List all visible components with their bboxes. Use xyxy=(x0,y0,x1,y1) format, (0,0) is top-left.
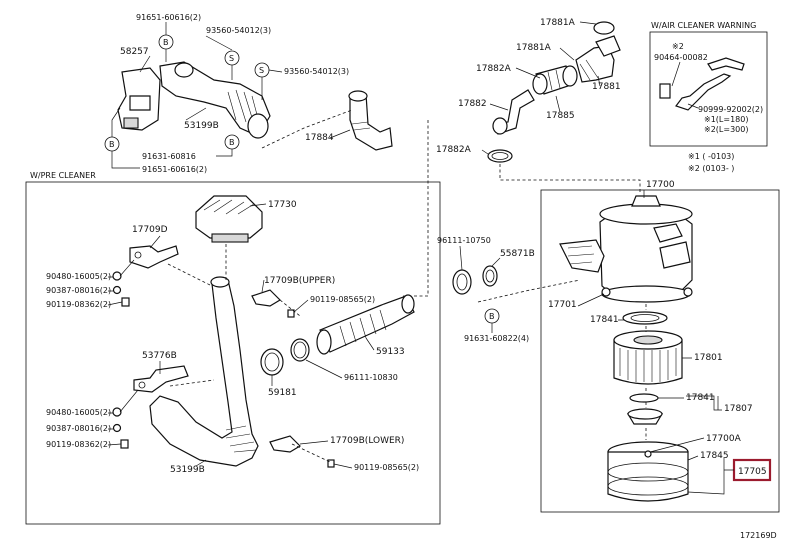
part-fastener-set-b[interactable] xyxy=(112,407,129,449)
label-17705: 17705 xyxy=(738,467,767,477)
label-90119-08565-a: 90119-08565(2) xyxy=(310,295,375,304)
warning-frame xyxy=(649,31,768,147)
part-17884-elbow[interactable] xyxy=(348,90,393,151)
label-59181: 59181 xyxy=(268,388,297,398)
label-53199b-bot: 53199B xyxy=(170,465,205,475)
part-17881-hose[interactable] xyxy=(575,21,621,83)
main-assembly-frame xyxy=(540,189,780,513)
svg-text:B: B xyxy=(229,138,235,147)
part-17882a-clamp-mid[interactable] xyxy=(487,149,513,163)
label-17700a: 17700A xyxy=(706,434,742,444)
label-17845: 17845 xyxy=(700,451,729,461)
svg-text:B: B xyxy=(489,312,495,321)
label-17709d: 17709D xyxy=(132,225,168,235)
label-58257: 58257 xyxy=(120,47,149,57)
part-17841-gasket-a[interactable] xyxy=(622,311,668,325)
label-96111-10830: 96111-10830 xyxy=(344,373,398,382)
part-17885-connector[interactable] xyxy=(532,65,578,95)
label-17841-b: 17841 xyxy=(686,393,715,403)
label-17882a-top: 17882A xyxy=(476,64,512,74)
part-17709d-bracket[interactable] xyxy=(129,245,179,269)
label-17730: 17730 xyxy=(268,200,297,210)
part-58257-bracket[interactable] xyxy=(117,67,161,131)
part-90464-00082-hose[interactable] xyxy=(659,57,745,111)
label-note1: ※1 ( -0103) xyxy=(688,152,734,161)
label-warn-mark2: ※2 xyxy=(672,42,684,51)
marker-b-d: B xyxy=(484,308,500,324)
label-90480-16005-b: 90480-16005(2) xyxy=(46,408,111,417)
svg-text:S: S xyxy=(229,54,234,63)
label-warn-90999-92002: 90999-92002(2) xyxy=(698,105,763,114)
label-warn-l300: ※2(L=300) xyxy=(704,125,748,134)
part-17709b-lower-clamp[interactable] xyxy=(269,435,335,468)
marker-s-b: S xyxy=(254,62,270,78)
marker-b-c: B xyxy=(224,134,240,150)
marker-b-a: B xyxy=(158,34,174,50)
part-96111-10830-clamp[interactable] xyxy=(290,338,310,362)
label-59133: 59133 xyxy=(376,347,405,357)
part-17730-pre-cleaner-cap[interactable] xyxy=(195,195,263,243)
label-warn-90464-00082: 90464-00082 xyxy=(654,53,708,62)
diagram-id: 172169D xyxy=(740,531,777,540)
label-90387-08016-b: 90387-08016(2) xyxy=(46,424,111,433)
label-17882: 17882 xyxy=(458,99,487,109)
label-17701: 17701 xyxy=(548,300,577,310)
label-17801: 17801 xyxy=(694,353,723,363)
label-17807: 17807 xyxy=(724,404,753,414)
label-53776b: 53776B xyxy=(142,351,177,361)
part-17807-inner-element[interactable] xyxy=(626,408,664,425)
label-17881: 17881 xyxy=(592,82,621,92)
part-fastener-set-a[interactable] xyxy=(112,271,130,307)
label-90119-08362-a: 90119-08362(2) xyxy=(46,300,111,309)
label-93560-54012-a: 93560-54012(3) xyxy=(206,26,271,35)
label-90119-08565-b: 90119-08565(2) xyxy=(354,463,419,472)
part-17705-cap[interactable] xyxy=(607,441,689,502)
label-17841-a: 17841 xyxy=(590,315,619,325)
label-17884: 17884 xyxy=(305,133,334,143)
label-17700: 17700 xyxy=(646,180,675,190)
label-91651-60616-bot: 91651-60616(2) xyxy=(142,165,207,174)
label-17885: 17885 xyxy=(546,111,575,121)
svg-text:B: B xyxy=(109,140,115,149)
highlighted-part-17705[interactable]: 17705 xyxy=(732,458,772,482)
part-17801-element[interactable] xyxy=(613,330,683,385)
part-53199b-upper-hose[interactable] xyxy=(159,61,271,139)
label-17882a-mid: 17882A xyxy=(436,145,472,155)
part-53776b-bracket[interactable] xyxy=(133,365,189,393)
marker-s-a: S xyxy=(224,50,240,66)
part-17841-gasket-b[interactable] xyxy=(629,393,659,403)
label-17709b-lower: 17709B(LOWER) xyxy=(330,436,404,446)
part-53199b-lower-tube[interactable] xyxy=(149,276,259,467)
part-17709b-upper-clamp[interactable] xyxy=(251,289,295,318)
part-59181-ring[interactable] xyxy=(260,348,284,376)
part-17700-housing[interactable] xyxy=(559,195,693,303)
label-warn-l180: ※1(L=180) xyxy=(704,115,748,124)
label-96111-10750: 96111-10750 xyxy=(437,236,491,245)
label-17881a-top: 17881A xyxy=(540,18,576,28)
warning-title: W/AIR CLEANER WARNING xyxy=(651,21,756,30)
label-note2: ※2 (0103- ) xyxy=(688,164,734,173)
label-91631-60816: 91631-60816 xyxy=(142,152,196,161)
label-91631-60822: 91631-60822(4) xyxy=(464,334,529,343)
svg-text:S: S xyxy=(259,66,264,75)
label-90119-08362-b: 90119-08362(2) xyxy=(46,440,111,449)
label-17881a-mid: 17881A xyxy=(516,43,552,53)
label-90480-16005-a: 90480-16005(2) xyxy=(46,272,111,281)
label-53199b-top: 53199B xyxy=(184,121,219,131)
label-91651-60616-top: 91651-60616(2) xyxy=(136,13,201,22)
part-55871b-clamp[interactable] xyxy=(482,265,498,287)
pre-cleaner-frame xyxy=(25,181,441,525)
part-59133-hose[interactable] xyxy=(316,294,415,355)
svg-text:B: B xyxy=(163,38,169,47)
part-96111-10750-clamp[interactable] xyxy=(452,269,472,295)
label-90387-08016-a: 90387-08016(2) xyxy=(46,286,111,295)
label-17709b-upper: 17709B(UPPER) xyxy=(264,276,335,286)
part-17882-tube[interactable] xyxy=(492,89,535,135)
pre-cleaner-title: W/PRE CLEANER xyxy=(30,171,96,180)
label-93560-54012-b: 93560-54012(3) xyxy=(284,67,349,76)
marker-b-b: B xyxy=(104,136,120,152)
label-55871b: 55871B xyxy=(500,249,535,259)
